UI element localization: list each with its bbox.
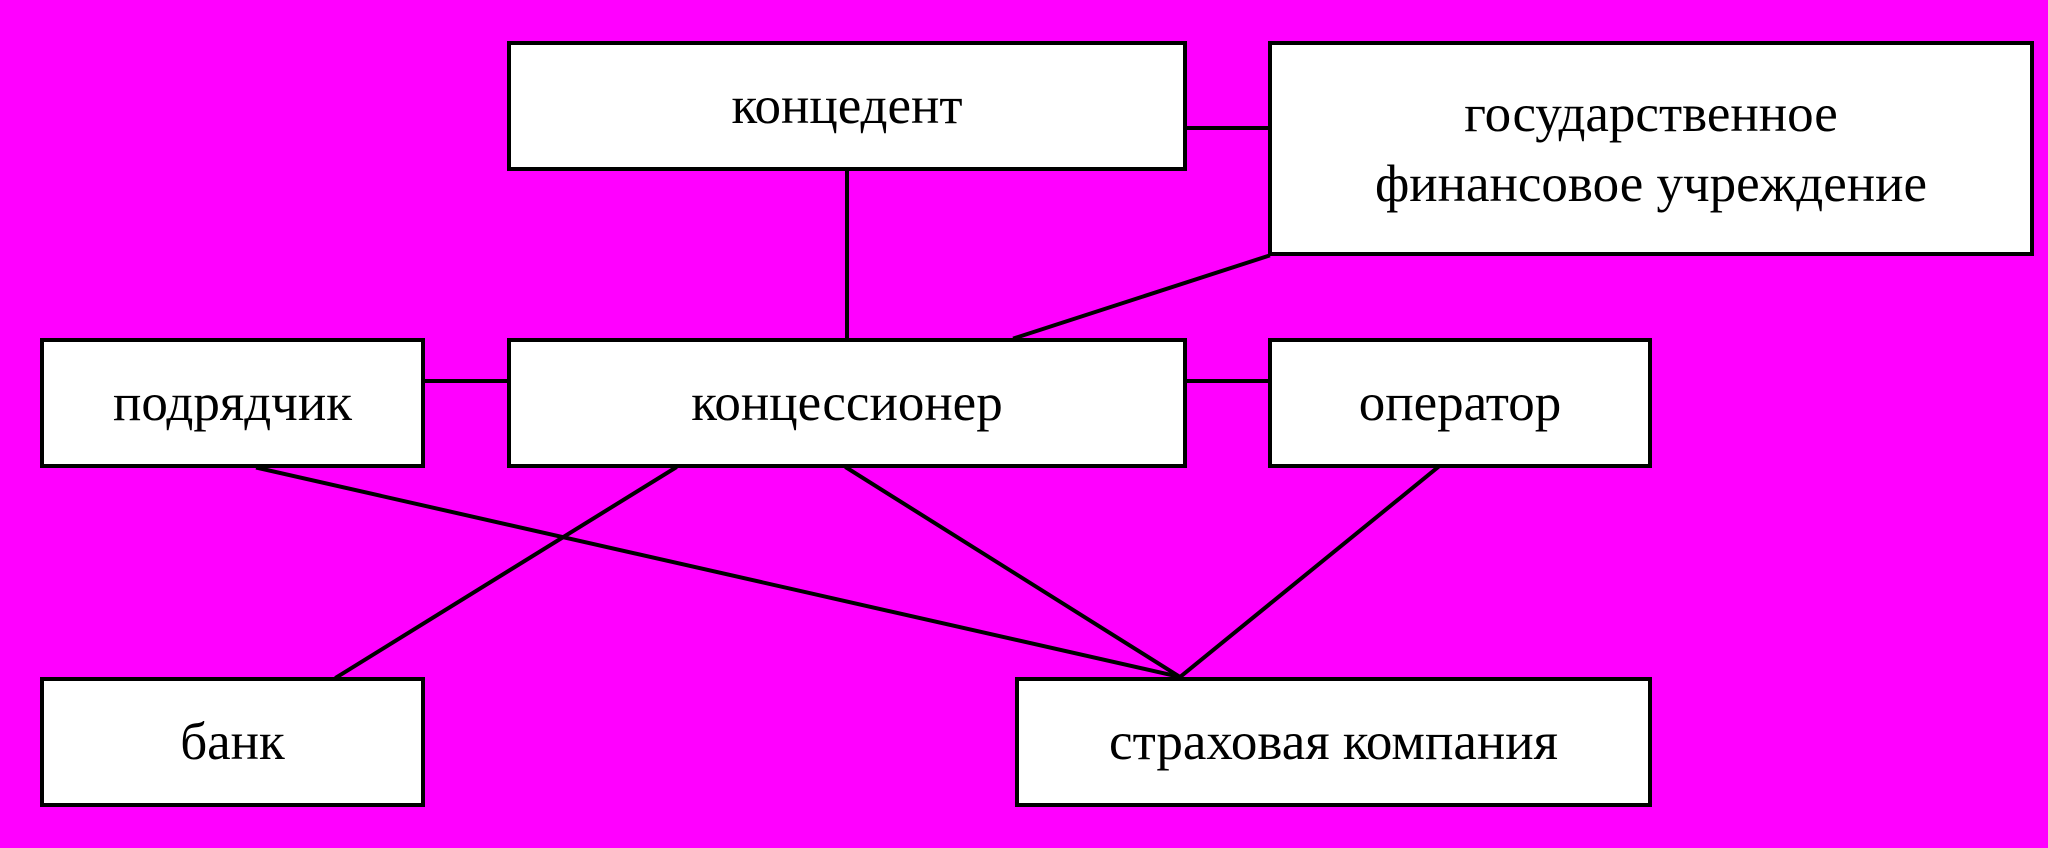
- connector-koncessioner-strakhovaya: [844, 465, 1183, 680]
- node-koncessioner-label: концессионер: [691, 374, 1003, 432]
- connector-podryadchik-strakhovaya: [255, 465, 1183, 680]
- node-podryadchik: подрядчик: [40, 338, 425, 468]
- node-bank: банк: [40, 677, 425, 807]
- node-operator-label: оператор: [1358, 374, 1562, 432]
- node-gos-fin-uchrezhdenie: государственное финансовое учреждение: [1268, 41, 2034, 256]
- node-koncessioner: концессионер: [507, 338, 1187, 468]
- node-gos-fin-label-line1: государственное: [1464, 84, 1838, 143]
- node-strakhovaya-label: страховая компания: [1109, 713, 1558, 771]
- node-bank-label: банк: [180, 713, 285, 771]
- node-podryadchik-label: подрядчик: [113, 374, 352, 432]
- connector-operator-strakhovaya: [1177, 465, 1440, 680]
- node-operator: оператор: [1268, 338, 1652, 468]
- node-strakhovaya-kompaniya: страховая компания: [1015, 677, 1652, 807]
- node-koncedent: концедент: [507, 41, 1187, 171]
- connector-gos-koncessioner: [1012, 253, 1271, 341]
- node-koncedent-label: концедент: [731, 77, 963, 135]
- node-gos-fin-label-line2: финансовое учреждение: [1374, 154, 1928, 213]
- connector-koncessioner-bank: [334, 465, 678, 680]
